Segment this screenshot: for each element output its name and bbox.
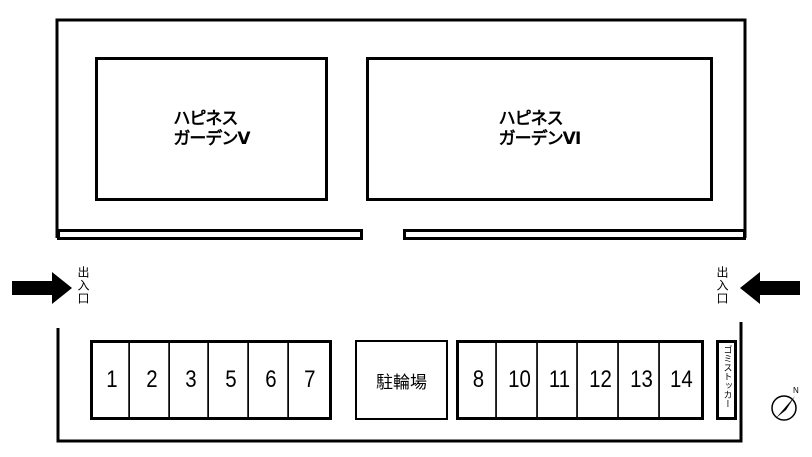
compass-north-label: N	[793, 386, 799, 395]
building-name-line2: ガーデンⅤ	[173, 129, 250, 149]
parking-space: 3	[175, 343, 210, 417]
building-name-line1: ハピネス	[498, 109, 564, 129]
building-happiness-garden-5: ハピネスガーデンⅤ	[95, 57, 328, 201]
upper-boundary	[55, 18, 747, 238]
garbage-stocker: ゴミストッカー	[716, 340, 737, 420]
parking-space: 11	[543, 343, 578, 417]
compass-icon: N	[771, 386, 799, 421]
parking-space: 1	[96, 343, 130, 417]
parking-space: 6	[255, 343, 289, 417]
parking-space: 8	[462, 343, 497, 417]
parking-space: 14	[670, 366, 694, 393]
garbage-stocker-label: ゴミストッカー	[721, 345, 732, 408]
parking-group-right: 8 10 11 12 13 14	[456, 340, 704, 420]
parking-space: 2	[136, 343, 170, 417]
wall-left	[57, 229, 363, 240]
wall-right	[403, 229, 746, 240]
bicycle-parking: 駐輪場	[355, 340, 448, 420]
parking-space: 5	[215, 343, 249, 417]
building-name-line2: ガーデンⅥ	[498, 129, 582, 149]
entrance-label-right: 出入口	[715, 266, 729, 305]
parking-space: 7	[304, 366, 316, 393]
parking-space: 13	[625, 343, 660, 417]
arrow-right-icon	[12, 272, 72, 304]
lower-boundary	[56, 322, 743, 443]
parking-group-left: 1 2 3 5 6 7	[90, 340, 332, 420]
parking-space: 10	[503, 343, 538, 417]
entrance-label-left: 出入口	[76, 266, 90, 305]
building-happiness-garden-6: ハピネスガーデンⅥ	[366, 57, 713, 201]
parking-space: 12	[584, 343, 619, 417]
arrow-left-icon	[740, 272, 800, 304]
building-name-line1: ハピネス	[173, 109, 238, 129]
